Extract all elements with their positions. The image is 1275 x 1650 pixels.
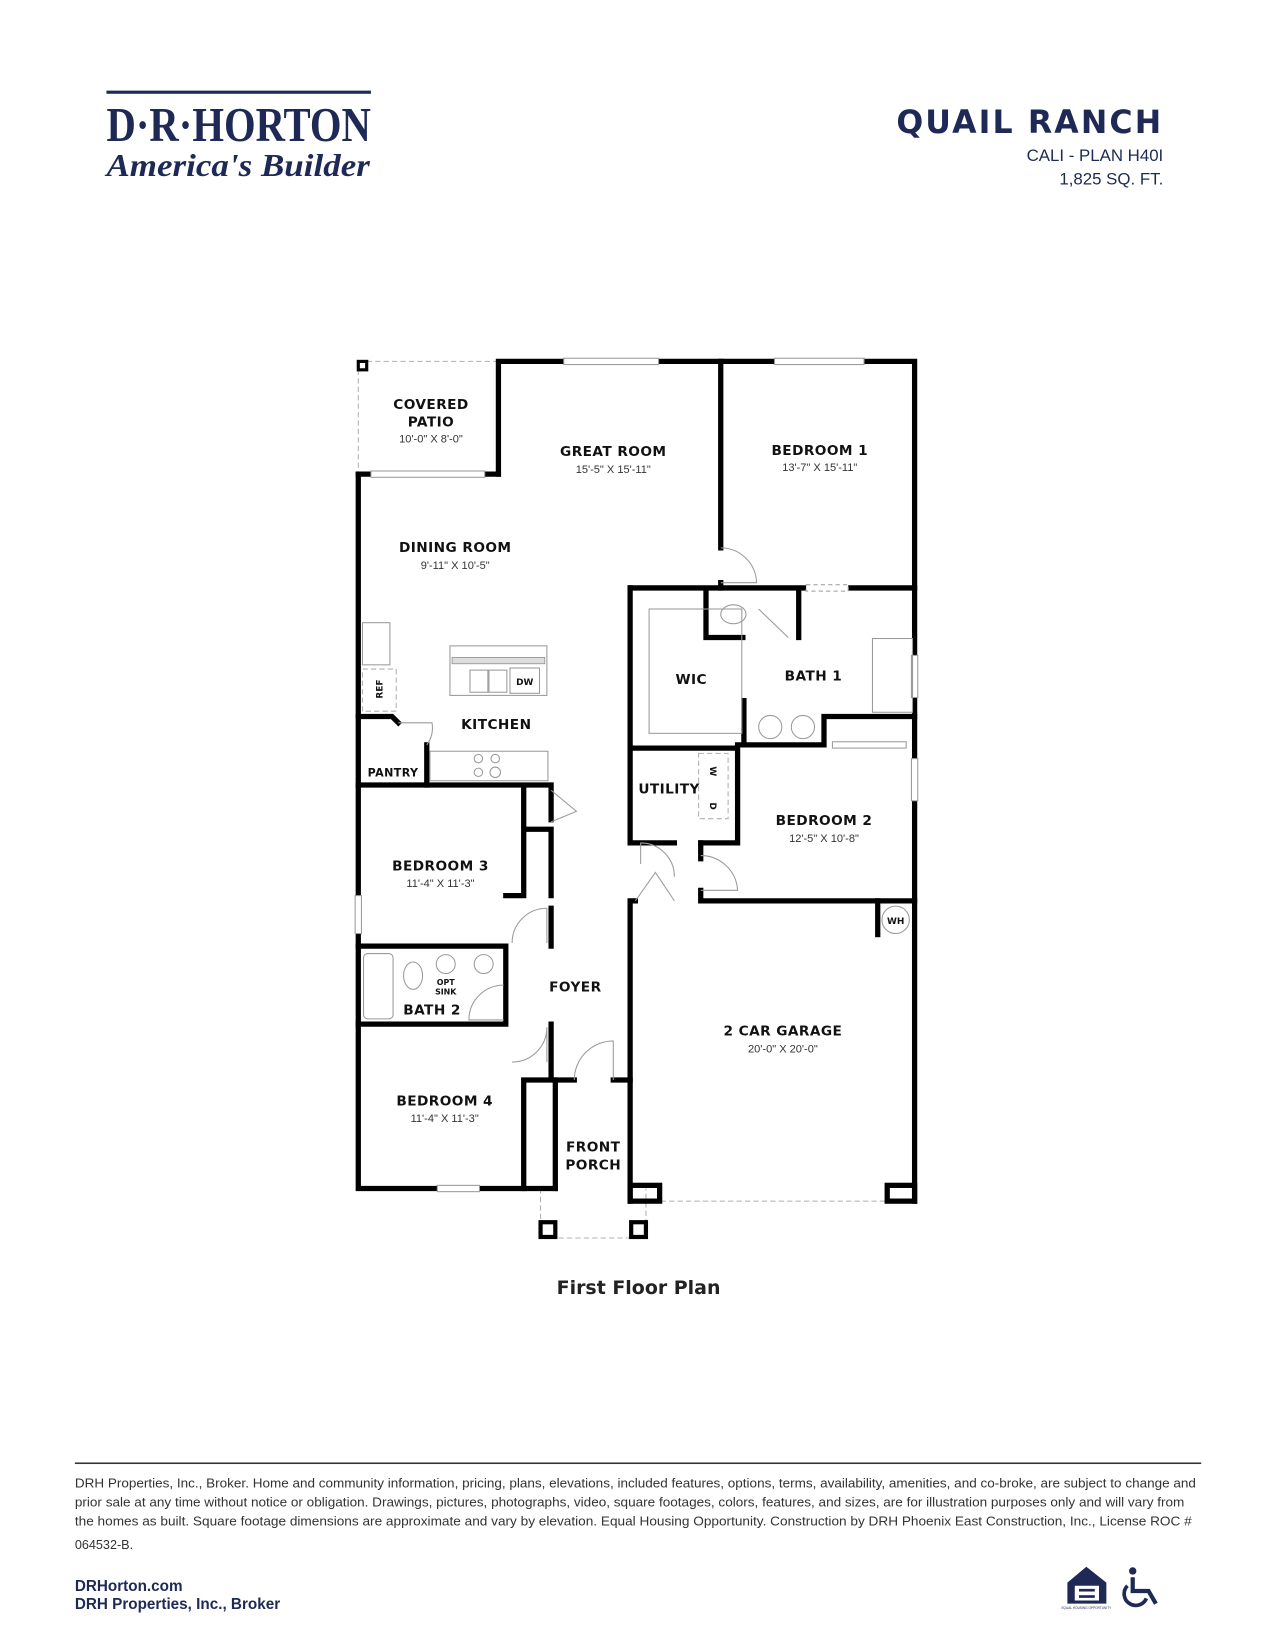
room-covered-patio: COVERED PATIO 10'-0" X 8'-0" [393, 397, 468, 446]
svg-text:11'-4" X 11'-3": 11'-4" X 11'-3" [406, 878, 474, 890]
room-bath-1: BATH 1 [785, 669, 843, 685]
broker-name: DRH Properties, Inc., Broker [75, 1596, 280, 1613]
community-name: QUAIL RANCH [896, 105, 1163, 141]
svg-text:BEDROOM 2: BEDROOM 2 [776, 813, 873, 829]
floor-plan: COVERED PATIO 10'-0" X 8'-0" GREAT ROOM … [354, 357, 919, 1240]
label-water-heater: WH [887, 917, 904, 927]
windows [354, 357, 919, 1193]
svg-text:BEDROOM 4: BEDROOM 4 [396, 1093, 493, 1109]
svg-text:DINING ROOM: DINING ROOM [399, 540, 512, 556]
room-pantry: PANTRY [368, 767, 419, 780]
room-bedroom-4: BEDROOM 4 11'-4" X 11'-3" [396, 1093, 493, 1125]
svg-text:COVERED: COVERED [393, 397, 468, 413]
label-washer: W [707, 766, 717, 776]
svg-text:DRH Properties, Inc., Broker.: DRH Properties, Inc., Broker. Home and c… [75, 1477, 1196, 1491]
svg-text:EQUAL HOUSING OPPORTUNITY: EQUAL HOUSING OPPORTUNITY [1061, 1606, 1112, 1610]
square-footage: 1,825 SQ. FT. [1059, 169, 1163, 188]
svg-text:D·R·HORTON: D·R·HORTON [106, 99, 370, 152]
room-wic: WIC [675, 672, 707, 688]
svg-text:PORCH: PORCH [565, 1158, 621, 1174]
disclaimer: DRH Properties, Inc., Broker. Home and c… [75, 1477, 1196, 1552]
svg-text:BEDROOM 3: BEDROOM 3 [392, 858, 489, 874]
equal-housing-icon: EQUAL HOUSING OPPORTUNITY [1061, 1566, 1112, 1610]
website-link[interactable]: DRHorton.com [75, 1578, 183, 1595]
accessibility-icon [1122, 1567, 1158, 1608]
brand-logo: D·R·HORTON America's Builder [104, 90, 371, 183]
svg-text:America's Builder: America's Builder [104, 148, 370, 183]
room-bedroom-3: BEDROOM 3 11'-4" X 11'-3" [392, 858, 489, 890]
room-great-room: GREAT ROOM 15'-5" X 15'-11" [560, 444, 666, 476]
room-bedroom-1: BEDROOM 1 13'-7" X 15'-11" [771, 443, 868, 474]
svg-text:2 CAR GARAGE: 2 CAR GARAGE [723, 1024, 842, 1040]
doors [398, 547, 789, 1080]
plan-name: CALI - PLAN H40I [1027, 146, 1164, 165]
svg-text:064532-B.: 064532-B. [75, 1538, 133, 1552]
svg-text:BEDROOM 1: BEDROOM 1 [771, 443, 868, 459]
plan-caption: First Floor Plan [557, 1277, 721, 1299]
fixtures [361, 604, 914, 1020]
svg-text:the homes as built. Square foo: the homes as built. Square footage dimen… [75, 1515, 1192, 1529]
room-garage: 2 CAR GARAGE 20'-0" X 20'-0" [723, 1024, 842, 1056]
room-front-porch: FRONT PORCH [565, 1140, 621, 1174]
room-bath-2: BATH 2 [403, 1003, 461, 1019]
svg-text:prior sale at any time without: prior sale at any time without notice or… [75, 1496, 1184, 1510]
label-dryer: D [707, 802, 717, 809]
label-opt-sink-2: SINK [435, 988, 457, 997]
room-foyer: FOYER [549, 979, 601, 995]
svg-text:PATIO: PATIO [408, 415, 454, 431]
svg-text:13'-7" X 15'-11": 13'-7" X 15'-11" [782, 462, 857, 474]
svg-text:10'-0" X 8'-0": 10'-0" X 8'-0" [399, 434, 463, 446]
svg-text:FRONT: FRONT [566, 1140, 621, 1156]
svg-text:11'-4" X 11'-3": 11'-4" X 11'-3" [411, 1113, 479, 1125]
walls [355, 358, 918, 1240]
svg-text:12'-5" X 10'-8": 12'-5" X 10'-8" [789, 833, 859, 845]
label-ref: REF [376, 680, 386, 699]
svg-text:GREAT ROOM: GREAT ROOM [560, 444, 666, 460]
room-dining-room: DINING ROOM 9'-11" X 10'-5" [399, 540, 512, 572]
svg-text:20'-0" X 20'-0": 20'-0" X 20'-0" [748, 1044, 818, 1056]
label-opt-sink: OPT [437, 978, 455, 987]
svg-text:9'-11" X 10'-5": 9'-11" X 10'-5" [421, 560, 490, 572]
room-utility: UTILITY [638, 781, 700, 797]
room-bedroom-2: BEDROOM 2 12'-5" X 10'-8" [776, 813, 873, 845]
svg-text:15'-5" X 15'-11": 15'-5" X 15'-11" [576, 464, 651, 476]
label-dw: DW [516, 678, 533, 688]
footer-divider [74, 1462, 1202, 1465]
room-kitchen: KITCHEN [461, 717, 531, 733]
